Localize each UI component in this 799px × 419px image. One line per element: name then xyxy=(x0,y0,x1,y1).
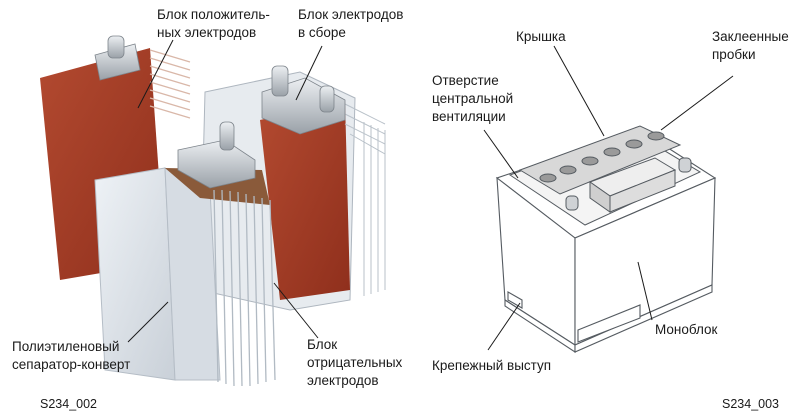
label-line: пробки xyxy=(712,47,756,62)
left-leader-lines xyxy=(127,39,323,343)
leader-assembled-block xyxy=(295,45,323,101)
label-line: отрицательных xyxy=(307,355,403,370)
leader-lid xyxy=(553,45,605,137)
leader-mounting-lip xyxy=(487,302,521,351)
right-leader-lines xyxy=(483,45,734,351)
leader-negative-block xyxy=(273,282,319,339)
label-line: вентиляции xyxy=(432,109,506,124)
battery-lid xyxy=(508,125,702,226)
terminal-positive xyxy=(678,157,692,173)
label-separator-envelope: Полиэтиленовый сепаратор-конверт xyxy=(12,338,130,374)
leader-sealed-plugs xyxy=(660,75,734,131)
label-lid: Крышка xyxy=(516,28,566,46)
label-line: в сборе xyxy=(298,25,346,40)
label-line: Блок xyxy=(307,337,338,352)
label-sealed-plugs: Заклеенные пробки xyxy=(712,28,789,64)
label-positive-electrode-block: Блок положитель- ных электродов xyxy=(157,6,270,42)
label-vent-hole: Отверстие центральной вентиляции xyxy=(432,72,513,126)
label-assembled-electrode-block: Блок электродов в сборе xyxy=(298,6,403,42)
terminal-negative xyxy=(565,195,579,211)
label-mounting-lip: Крепежный выступ xyxy=(432,357,551,375)
separator-envelope-stack xyxy=(94,121,276,387)
leader-vent-hole xyxy=(483,129,519,179)
label-line: Моноблок xyxy=(655,322,718,337)
label-line: ных электродов xyxy=(157,25,257,40)
label-line: сепаратор-конверт xyxy=(12,357,131,372)
leader-positive-block xyxy=(137,39,174,109)
figure-code-left: S234_002 xyxy=(40,397,98,411)
label-line: Крепежный выступ xyxy=(432,358,552,373)
label-line: центральной xyxy=(432,91,514,106)
sealed-plugs xyxy=(539,131,665,183)
label-line: электродов xyxy=(307,373,379,388)
label-case: Моноблок xyxy=(655,321,717,339)
label-line: Полиэтиленовый xyxy=(12,339,120,354)
leader-case xyxy=(637,261,653,321)
label-line: Крышка xyxy=(516,29,566,44)
label-line: Блок электродов xyxy=(298,7,404,22)
figure-code-right: S234_003 xyxy=(722,397,780,411)
leader-separator xyxy=(127,301,169,343)
label-line: Блок положитель- xyxy=(157,7,270,22)
label-negative-electrode-block: Блок отрицательных электродов xyxy=(307,336,402,390)
label-line: Отверстие xyxy=(432,73,499,88)
label-line: Заклеенные xyxy=(712,29,789,44)
